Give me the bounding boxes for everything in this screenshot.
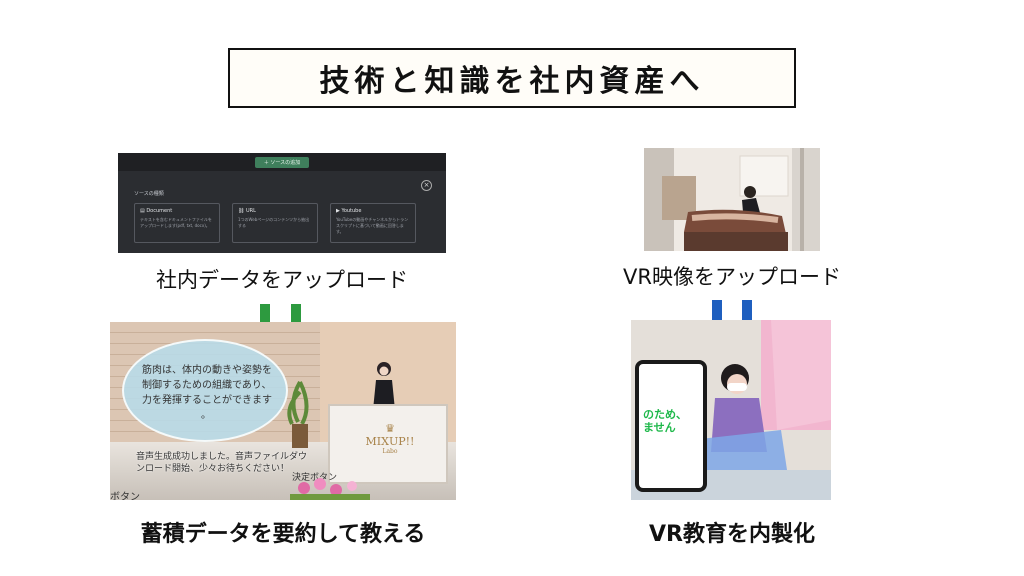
- vr-display-panel: のため、 ません: [635, 360, 707, 492]
- bubble-line: 筋肉は、体内の動きや姿勢を: [142, 365, 272, 376]
- panel-line: のため、: [643, 408, 687, 421]
- slide-title-box: 技術と知識を社内資産へ: [228, 48, 796, 108]
- speech-bubble: 筋肉は、体内の動きや姿勢を 制御するための組織であり、 力を発揮することができま…: [122, 339, 288, 442]
- vr-button[interactable]: ボタン: [110, 492, 140, 500]
- caption-upload-internal: 社内データをアップロード: [156, 268, 408, 292]
- close-icon[interactable]: ×: [421, 180, 432, 191]
- card-description: 1つのWebページのコンテンツから抽出する: [238, 217, 310, 228]
- salon-photo: [644, 148, 820, 251]
- logo-text: MIXUP!!: [365, 435, 415, 448]
- avatar-character: [373, 362, 395, 410]
- source-type-header: ソースの種類: [134, 191, 164, 197]
- crown-icon: ♛: [385, 422, 395, 435]
- mixup-logo: ♛ MIXUP!! Labo: [354, 422, 426, 455]
- card-title: URL: [245, 208, 256, 214]
- logo-subtext: Labo: [382, 448, 398, 455]
- status-line: 音声生成成功しました。音声ファイルダウ: [136, 452, 308, 462]
- card-description: テキストを含むドキュメントファイルをアップロードします(pdf, txt, do…: [140, 217, 212, 228]
- card-title: Youtube: [341, 208, 362, 214]
- slide-title: 技術と知識を社内資産へ: [319, 64, 705, 99]
- vr-reception-counter: [328, 404, 448, 484]
- caption-vr-education: VR教育を内製化: [649, 522, 815, 547]
- add-source-button[interactable]: ＋ ソースの追加: [254, 156, 310, 168]
- card-title: Document: [146, 208, 173, 214]
- video-icon: ▶: [336, 208, 342, 214]
- plant-icon: [287, 380, 309, 448]
- caption-summarize-teach: 蓄積データを要約して教える: [140, 522, 426, 547]
- status-line: ンロード開始、少々お待ちください！: [136, 464, 290, 474]
- vr-education-photo: のため、 ません: [631, 320, 831, 500]
- dialog-topbar: ＋ ソースの追加: [118, 153, 446, 171]
- salon-photo-illustration: [644, 148, 820, 251]
- link-icon: ⛓: [238, 208, 246, 214]
- source-dialog-screenshot: ＋ ソースの追加 ソースの種類 × ▤ Document テキストを含むドキュメ…: [118, 153, 446, 253]
- panel-line: ません: [643, 421, 676, 434]
- document-icon: ▤: [140, 208, 147, 214]
- source-card-url[interactable]: ⛓ URL 1つのWebページのコンテンツから抽出する: [232, 203, 318, 243]
- card-description: YouTubeの動画やチャンネルからトランスクリプトに基づいて動画に回答します。: [336, 217, 409, 234]
- source-card-youtube[interactable]: ▶ Youtube YouTubeの動画やチャンネルからトランスクリプトに基づい…: [330, 203, 416, 243]
- bubble-mark: 。: [201, 410, 211, 421]
- bubble-line: 力を発揮することができます: [142, 395, 272, 406]
- caption-upload-vr: VR映像をアップロード: [623, 265, 841, 289]
- source-card-document[interactable]: ▤ Document テキストを含むドキュメントファイルをアップロードします(p…: [134, 203, 220, 243]
- vr-status-message: 音声生成成功しました。音声ファイルダウ ンロード開始、少々お待ちください！: [136, 451, 307, 475]
- vr-scene-screenshot: ♛ MIXUP!! Labo 筋肉は、体内の動きや姿勢を 制御するための組織であ…: [110, 322, 456, 500]
- decide-button[interactable]: 決定ボタン: [292, 473, 338, 483]
- bubble-line: 制御するための組織であり、: [142, 380, 272, 391]
- panel-text: のため、 ません: [643, 408, 687, 434]
- flowers-icon: [290, 478, 370, 500]
